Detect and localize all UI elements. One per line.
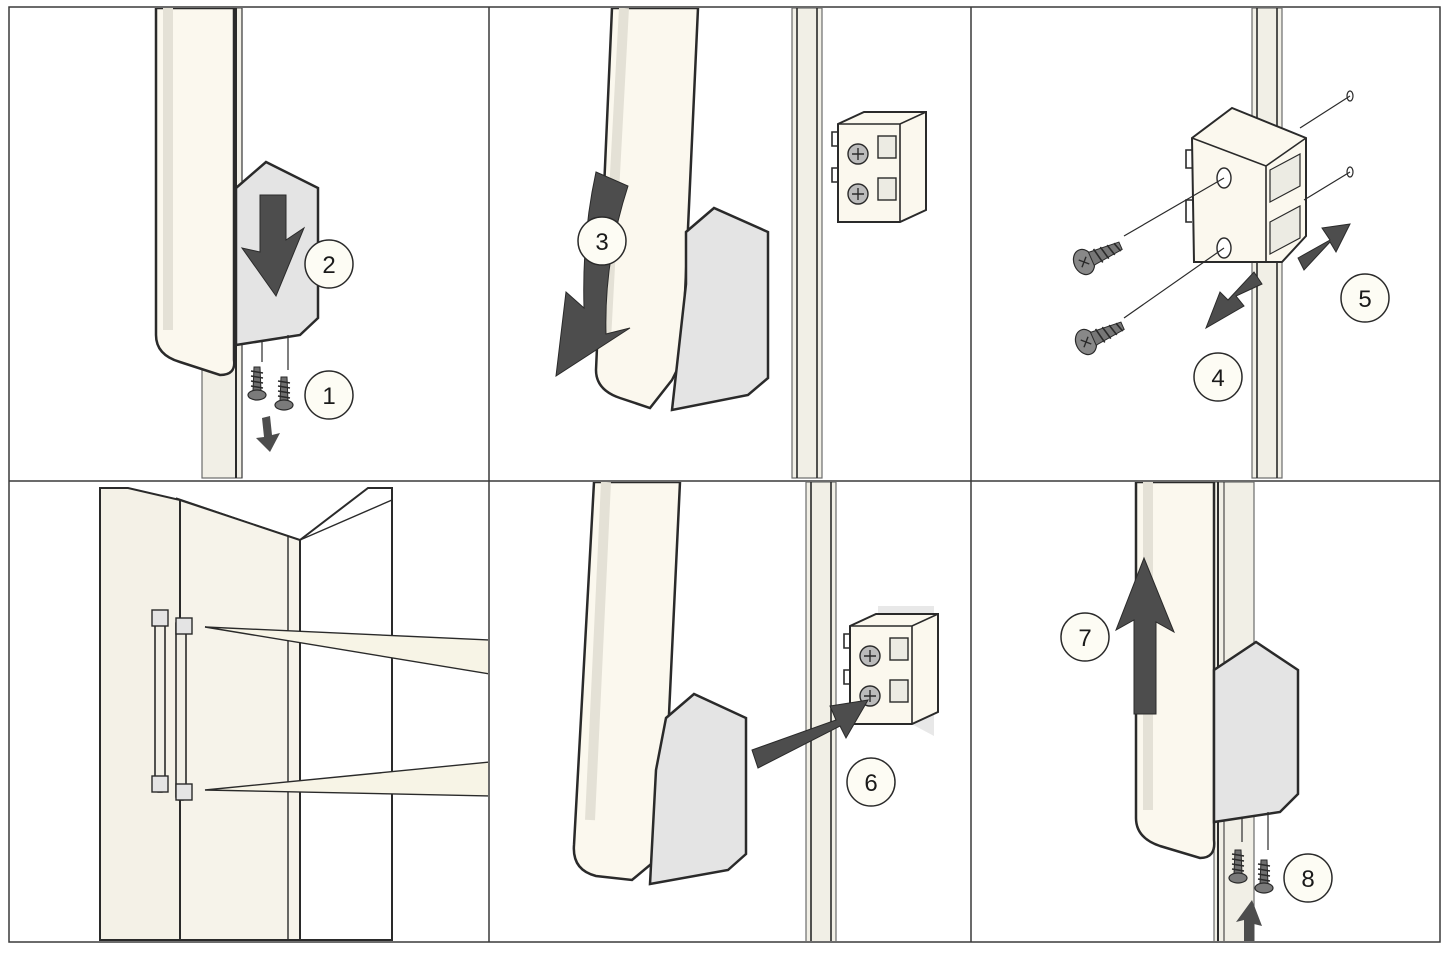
step-number: 4	[1211, 365, 1224, 392]
step-number: 3	[595, 229, 608, 256]
panel-step-7-8: 7 8	[1061, 482, 1332, 942]
step-number: 2	[322, 252, 335, 279]
screw-icon	[1070, 234, 1126, 278]
step-number: 5	[1358, 286, 1371, 313]
panel-step-6: 6	[574, 482, 938, 942]
mounting-bracket	[1186, 108, 1306, 262]
step-number: 8	[1301, 866, 1314, 893]
mounting-bracket	[832, 112, 926, 222]
panel-fridge-overview	[100, 488, 490, 940]
panel-step-1-2: 2 1	[156, 8, 353, 478]
step-badge: 4	[1194, 353, 1242, 401]
step-badge: 8	[1284, 854, 1332, 902]
step-badge: 1	[305, 371, 353, 419]
panel-step-4-5: 5 4	[1070, 8, 1389, 478]
door-handle	[152, 610, 168, 792]
screw-icon	[275, 377, 293, 410]
handle-end-block	[650, 694, 746, 884]
screw-icon	[248, 367, 266, 400]
screw-icon	[1072, 314, 1128, 358]
step-number: 1	[322, 383, 335, 410]
step-badge: 2	[305, 240, 353, 288]
handle-end-block	[672, 208, 768, 410]
arrow-down-icon	[256, 416, 280, 452]
handle-end-block	[1214, 642, 1298, 822]
step-badge: 5	[1341, 274, 1389, 322]
step-badge: 6	[847, 758, 895, 806]
step-badge: 7	[1061, 613, 1109, 661]
step-number: 6	[864, 770, 877, 797]
step-number: 7	[1078, 625, 1091, 652]
panel-step-3: 3	[556, 8, 926, 478]
screw-icon	[1255, 860, 1273, 893]
step-badge: 3	[578, 217, 626, 265]
